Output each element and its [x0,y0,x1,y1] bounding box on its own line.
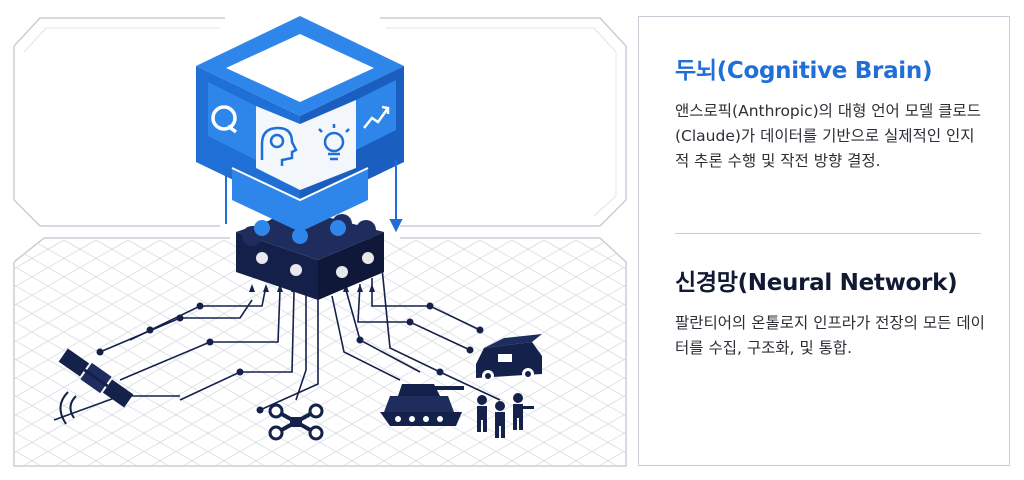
section-divider [675,233,981,234]
claude-logo-icon [211,105,238,134]
upper-frame [13,17,627,227]
upper-frame-inner [23,27,617,217]
soldiers-icon [477,393,534,438]
neural-description: 팔란티어의 온톨로지 인프라가 전장의 모든 데이터를 수집, 구조화, 및 통… [675,314,985,357]
armored-vehicle-icon [476,334,542,382]
brain-head-icon [260,126,298,166]
satellite-icon [58,348,134,408]
brain-cube [196,16,404,244]
neural-section: 신경망(Neural Network) 팔란티어의 온톨로지 인프라가 전장의 … [675,263,985,361]
brain-title: 두뇌(Cognitive Brain) [675,58,933,84]
drone-icon [268,403,324,441]
signal-waves [59,391,77,425]
info-panel: 두뇌(Cognitive Brain) 앤스로픽(Anthropic)의 대형 … [638,16,1010,466]
lightbulb-gear-icon [318,124,350,161]
brain-section: 두뇌(Cognitive Brain) 앤스로픽(Anthropic)의 대형 … [675,51,985,174]
trend-line-icon [363,105,390,129]
brain-description: 앤스로픽(Anthropic)의 대형 언어 모델 클로드(Claude)가 데… [675,102,981,170]
neural-puzzle-base [236,210,384,300]
isometric-diagram [13,16,627,467]
tank-icon [380,384,464,426]
neural-title: 신경망(Neural Network) [675,270,958,296]
flow-arrows [219,159,403,233]
